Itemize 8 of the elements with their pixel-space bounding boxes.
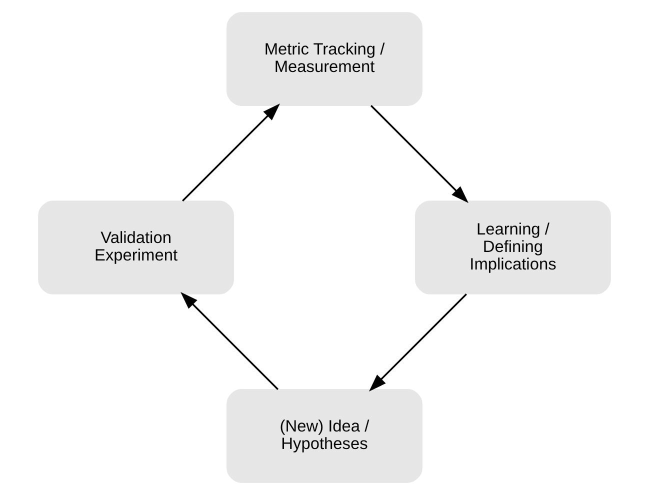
arrow bbox=[370, 105, 468, 204]
arrow bbox=[180, 292, 278, 390]
arrow bbox=[368, 293, 466, 392]
node-box: Validation Experiment bbox=[38, 200, 234, 294]
node-box: Learning / Defining Implications bbox=[414, 200, 610, 294]
node-box: Metric Tracking / Measurement bbox=[226, 12, 422, 106]
node-box: (New) Idea / Hypotheses bbox=[226, 389, 422, 483]
arrow bbox=[182, 104, 280, 202]
